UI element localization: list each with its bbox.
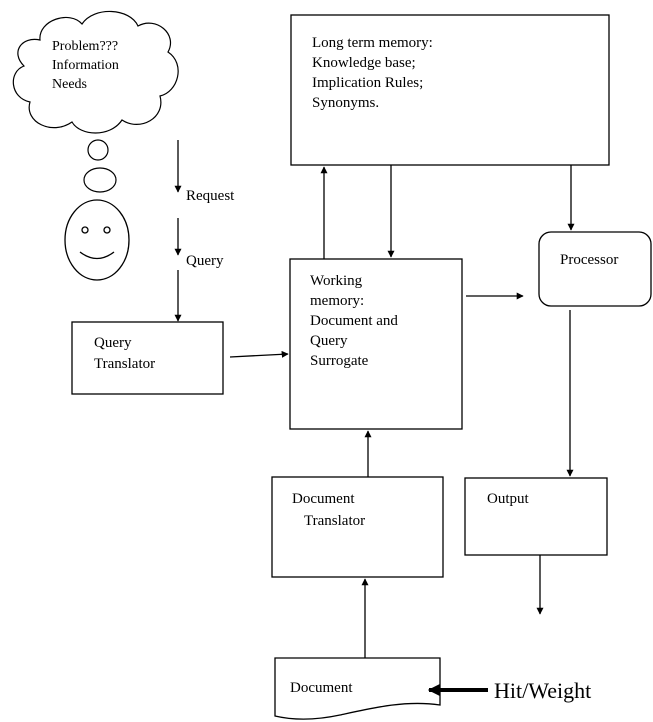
user-face-icon xyxy=(64,199,130,281)
wm-line-3: Document and xyxy=(310,313,398,329)
cloud-line-1: Problem??? xyxy=(52,39,118,54)
ltm-line-4: Synonyms. xyxy=(312,95,379,111)
dt-line-2: Translator xyxy=(304,513,365,529)
qt-line-1: Query xyxy=(94,335,132,351)
thought-bubble-large xyxy=(83,167,117,193)
ltm-line-1: Long term memory: xyxy=(312,35,433,51)
thought-cloud: Problem??? Information Needs xyxy=(12,10,179,134)
wm-line-2: memory: xyxy=(310,293,364,309)
thought-bubble-small xyxy=(87,139,109,161)
thought-cloud-shape xyxy=(12,10,179,134)
hit-weight-label: Hit/Weight xyxy=(494,678,591,703)
processor-label: Processor xyxy=(560,252,618,268)
cloud-line-2: Information xyxy=(52,58,119,73)
output-label: Output xyxy=(487,491,530,507)
arrow-qt-to-wm xyxy=(229,350,289,358)
wm-line-1: Working xyxy=(310,273,363,289)
wm-line-4: Query xyxy=(310,333,348,349)
ltm-line-2: Knowledge base; xyxy=(312,55,416,71)
document-translator-box xyxy=(271,476,444,578)
document-label: Document xyxy=(290,680,353,696)
cloud-line-3: Needs xyxy=(52,77,87,92)
long-term-memory-box xyxy=(290,14,610,166)
processor-box xyxy=(538,231,652,307)
label-query: Query xyxy=(186,253,224,269)
label-request: Request xyxy=(186,188,235,204)
dt-line-1: Document xyxy=(292,491,355,507)
qt-line-2: Translator xyxy=(94,356,155,372)
wm-line-5: Surrogate xyxy=(310,353,369,369)
document-shape xyxy=(274,657,441,720)
query-translator-box xyxy=(71,321,224,395)
ltm-line-3: Implication Rules; xyxy=(312,75,423,91)
output-box xyxy=(464,477,608,556)
working-memory-box xyxy=(289,258,463,430)
